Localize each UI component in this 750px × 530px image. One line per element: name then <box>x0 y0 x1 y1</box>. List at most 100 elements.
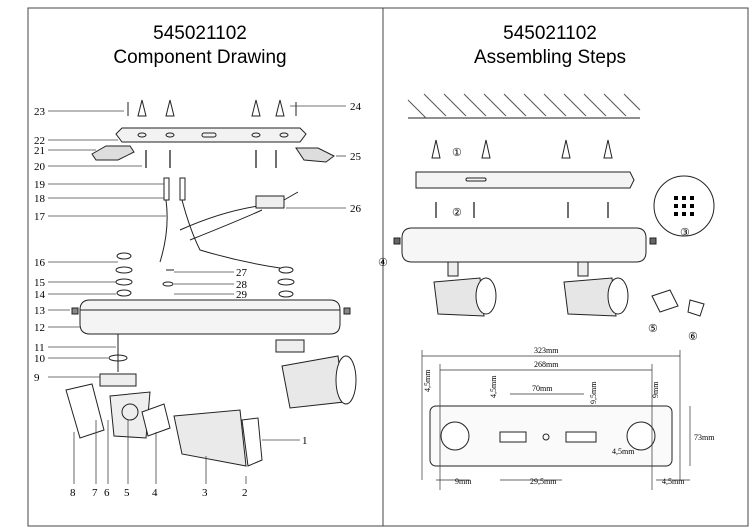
callout-1: 1 <box>302 435 308 447</box>
dim-bottom-mid: 29,5mm <box>530 477 557 486</box>
lamp-cap <box>141 403 171 437</box>
right-panel-title: Assembling Steps <box>473 47 627 68</box>
assembling-steps: ① ② ③ ④ ⑤ ⑥ 323mm 268mm <box>378 93 715 490</box>
ceiling-plate <box>115 127 307 143</box>
lamp-holder <box>109 391 151 439</box>
assembled-spot <box>281 355 345 409</box>
sheet-border <box>27 7 749 527</box>
callout-17: 17 <box>34 211 46 223</box>
dim-inner-small: 4,5mm <box>612 447 635 456</box>
step-end-screw <box>649 237 657 245</box>
ceiling-hatch <box>407 93 641 119</box>
step-dowels <box>431 139 613 159</box>
callout-25: 25 <box>350 151 362 163</box>
assembled-lens <box>335 355 357 405</box>
assembled-mount <box>275 339 305 353</box>
driver-lead <box>283 191 299 201</box>
plate-hole <box>165 132 175 138</box>
plate-hole <box>137 132 147 138</box>
step-6: ⑥ <box>688 331 698 343</box>
top-view-outline <box>429 405 673 467</box>
terminal-block <box>674 196 694 216</box>
callout-21: 21 <box>34 145 45 157</box>
fixing-hardware <box>115 252 295 298</box>
callout-14: 14 <box>34 289 46 301</box>
plate-hole <box>279 132 289 138</box>
wall-dowels <box>127 99 297 117</box>
end-screw-right <box>343 307 351 315</box>
dim-bottom-right: 4,5mm <box>662 477 685 486</box>
callout-23: 23 <box>34 106 46 118</box>
right-model-number: 545021102 <box>503 23 597 44</box>
callout-16: 16 <box>34 257 46 269</box>
dim-inner-offset: 9,5mm <box>589 381 598 404</box>
bulb-cap <box>687 299 705 317</box>
pivot-disc <box>121 403 139 421</box>
step-spot-left <box>433 277 485 317</box>
swivel-joint <box>99 373 137 387</box>
callout-13: 13 <box>34 305 46 317</box>
dim-right-top: 9mm <box>651 381 660 398</box>
step-2: ② <box>452 207 462 219</box>
callout-leaders <box>48 105 346 484</box>
callout-8: 8 <box>70 487 76 499</box>
dim-left-offset: 4,5mm <box>423 369 432 392</box>
step-screws <box>435 202 609 218</box>
dim-height: 73mm <box>694 433 715 442</box>
callout-27: 27 <box>236 267 248 279</box>
gu10-bulb <box>651 289 679 313</box>
callout-3: 3 <box>202 487 208 499</box>
dim-mount-spacing: 268mm <box>534 360 559 369</box>
led-driver <box>255 195 285 209</box>
dimension-lines <box>421 350 691 490</box>
callout-18: 18 <box>34 193 46 205</box>
callout-19: 19 <box>34 179 46 191</box>
top-view-spot-right <box>626 421 656 451</box>
bracket-left <box>91 145 135 161</box>
callout-5: 5 <box>124 487 130 499</box>
callout-7: 7 <box>92 487 98 499</box>
callout-15: 15 <box>34 277 46 289</box>
callout-10: 10 <box>34 353 46 365</box>
plate-slot <box>201 132 217 138</box>
callout-26: 26 <box>350 203 362 215</box>
dim-center-slot: 70mm <box>532 384 553 393</box>
left-panel-title: Component Drawing <box>113 47 287 68</box>
fixture-body <box>79 299 341 335</box>
end-screw-left <box>71 307 79 315</box>
callout-29: 29 <box>236 289 248 301</box>
step-end-screw <box>393 237 401 245</box>
top-view-slot-left <box>499 431 527 443</box>
mounting-screws <box>145 150 277 168</box>
supply-wires <box>159 177 281 269</box>
dim-overall-length: 323mm <box>534 346 559 355</box>
step-body <box>401 227 647 263</box>
callout-11: 11 <box>34 342 45 354</box>
callout-22: 22 <box>34 135 45 147</box>
dim-left-offset-2: 4,5mm <box>489 375 498 398</box>
callout-28: 28 <box>236 279 248 291</box>
stem-washer <box>108 354 128 362</box>
top-view-spot-left <box>440 421 470 451</box>
callout-24: 24 <box>350 101 362 113</box>
step-4: ④ <box>378 257 388 269</box>
step-1: ① <box>452 147 462 159</box>
lamp-socket <box>65 383 105 439</box>
step-plate <box>415 171 635 189</box>
lamp-housing <box>173 409 247 467</box>
bracket-right <box>295 147 335 163</box>
step-3: ③ <box>680 227 690 239</box>
component-drawing: 1 2 3 4 5 6 7 8 9 10 11 12 13 14 15 16 1… <box>34 99 362 499</box>
callout-4: 4 <box>152 487 158 499</box>
callout-6: 6 <box>104 487 110 499</box>
callout-20: 20 <box>34 161 46 173</box>
dim-bottom-left: 9mm <box>455 477 472 486</box>
callout-9: 9 <box>34 372 40 384</box>
left-model-number: 545021102 <box>153 23 247 44</box>
top-view-slot-right <box>565 431 597 443</box>
callout-12: 12 <box>34 322 45 334</box>
front-ring <box>241 417 263 467</box>
callout-2: 2 <box>242 487 248 499</box>
plate-hole <box>251 132 261 138</box>
